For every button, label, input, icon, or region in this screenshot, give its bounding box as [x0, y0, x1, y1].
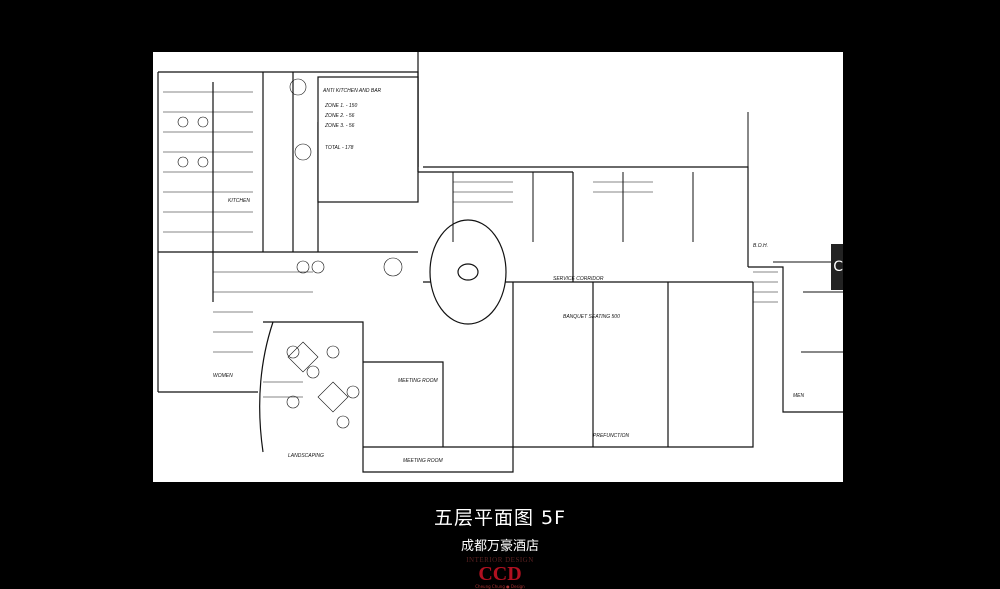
label-service: SERVICE CORRIDOR — [553, 276, 604, 282]
label-zone1: ZONE 1. - 150 — [324, 103, 357, 109]
label-women: WOMEN — [213, 373, 233, 379]
side-tab: C — [831, 244, 843, 290]
label-total: TOTAL - 178 — [325, 145, 354, 151]
label-men: MEN — [793, 393, 805, 399]
logo-mark: CCD — [478, 563, 522, 585]
ccd-logo: INTERIOR DESIGN CCD Cheung Chung ● Desig… — [440, 557, 560, 589]
slide-subtitle: 成都万豪酒店 — [460, 539, 539, 554]
logo-credit: Cheung Chung ● Design — [475, 584, 525, 589]
logo-tagline: INTERIOR DESIGN — [466, 556, 534, 564]
floor-plan-drawing: KITCHEN ANTI KITCHEN AND BAR ZONE 1. - 1… — [153, 52, 843, 482]
label-zone3: ZONE 3. - 56 — [324, 123, 355, 129]
label-landscaping: LANDSCAPING — [288, 453, 324, 459]
label-meeting-room-1: MEETING ROOM — [398, 378, 439, 384]
label-zone2: ZONE 2. - 56 — [324, 113, 355, 119]
label-boh: B.O.H. — [753, 243, 768, 249]
label-prefunction: PREFUNCTION — [593, 433, 630, 439]
label-meeting-room-2: MEETING ROOM — [403, 458, 444, 464]
slide-title: 五层平面图 5F — [433, 507, 567, 529]
label-banquet: BANQUET SEATING 500 — [563, 314, 620, 320]
label-table-title: ANTI KITCHEN AND BAR — [322, 88, 382, 94]
label-kitchen: KITCHEN — [228, 198, 250, 204]
